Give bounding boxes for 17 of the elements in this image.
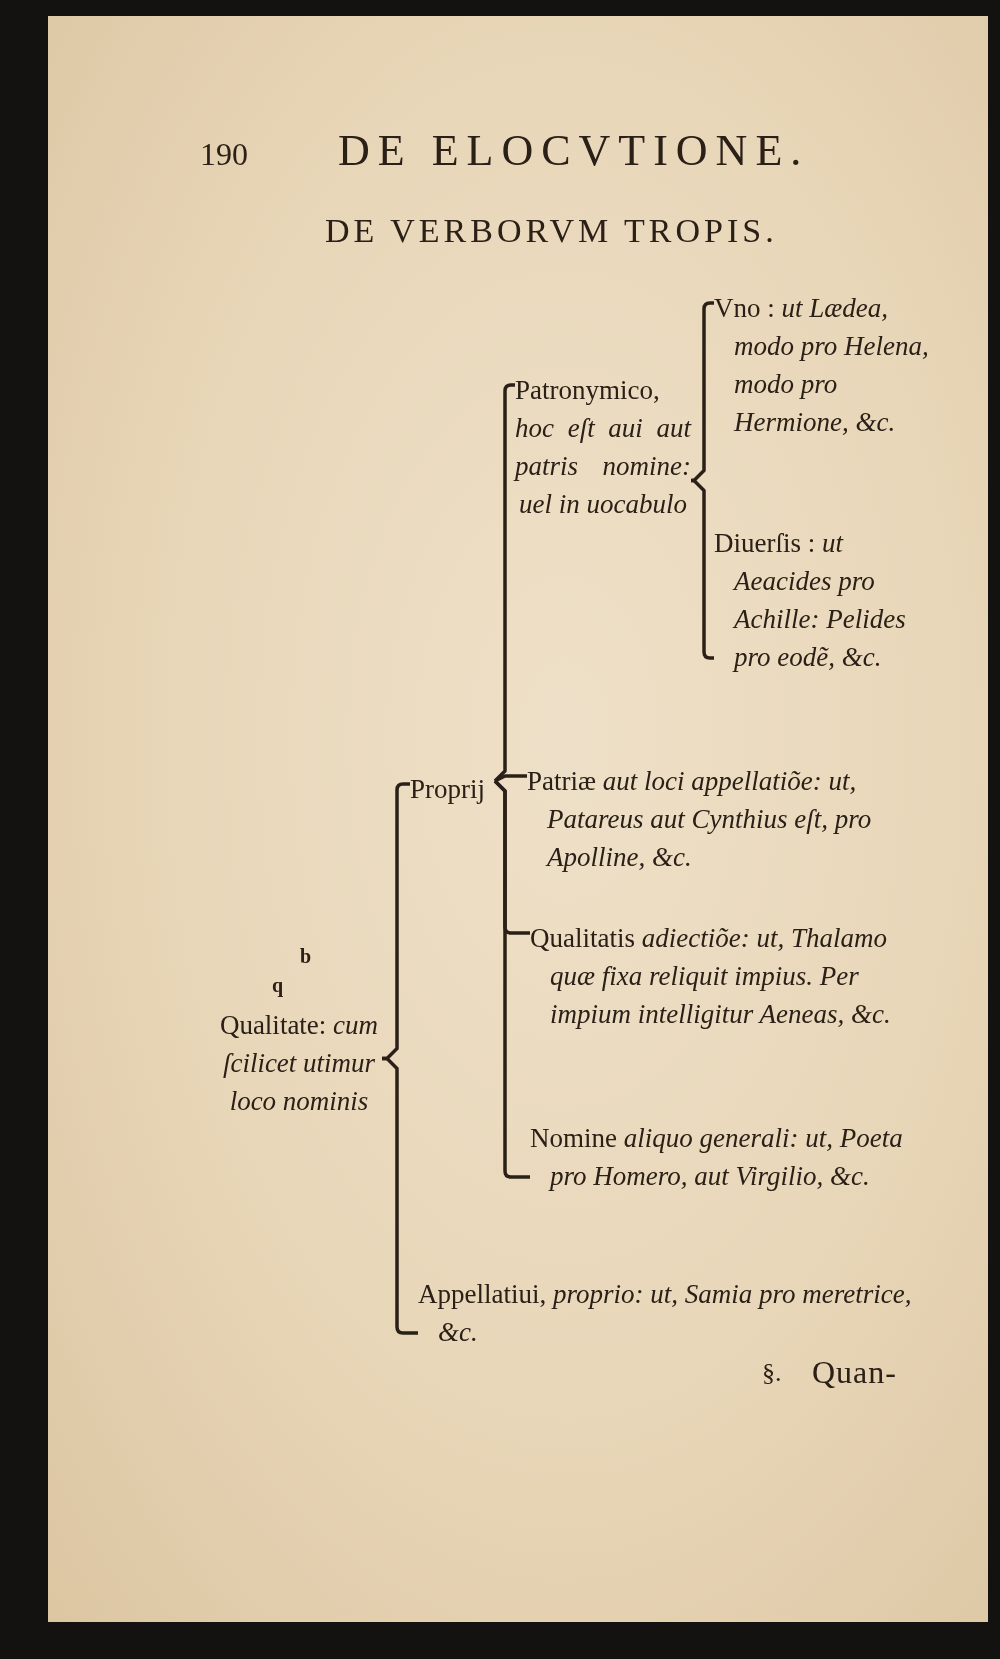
bracket-term: Appellatiui, proprio: ut, Samia pro meretrice, &c.: [418, 1275, 928, 1351]
catchword: Quan-: [812, 1356, 897, 1388]
section-title: DE VERBORVM TROPIS.: [325, 214, 778, 248]
page-number: 190: [200, 138, 248, 170]
bracket-term: Proprij: [410, 770, 496, 808]
bracket-term: Diuerſis : ut Aeacides pro Achille: Pelides pro eodẽ, &c.: [714, 524, 930, 676]
bracket-term: Patriæ aut loci appellatiõe: ut, Patareus aut Cynthius eſt, pro Apolline, &c.: [527, 762, 927, 876]
brace-line: [493, 774, 527, 783]
bracket-term: Vno : ut Lædea, modo pro Helena, modo pro Hermione, &c.: [714, 289, 930, 441]
marginal-letter: b: [300, 946, 312, 966]
bracket-term: Patronymico, hoc eſt aui aut patris nomine: uel in uocabulo: [515, 371, 691, 523]
running-head: DE ELOCVTIONE.: [338, 129, 810, 173]
bracket-term: Nomine aliquo generali: ut, Poeta pro Homero, aut Virgilio, &c.: [530, 1119, 927, 1195]
bracket-term: Qualitate: cum ſcilicet utimur loco nominis: [216, 1006, 382, 1120]
bracket-term: Qualitatis adiectiõe: ut, Thalamo quæ fixa reliquit impius. Per impium intelligitur Aeneas, &c.: [530, 919, 927, 1033]
section-sign: §.: [762, 1360, 782, 1386]
marginal-letter: q: [272, 975, 284, 995]
